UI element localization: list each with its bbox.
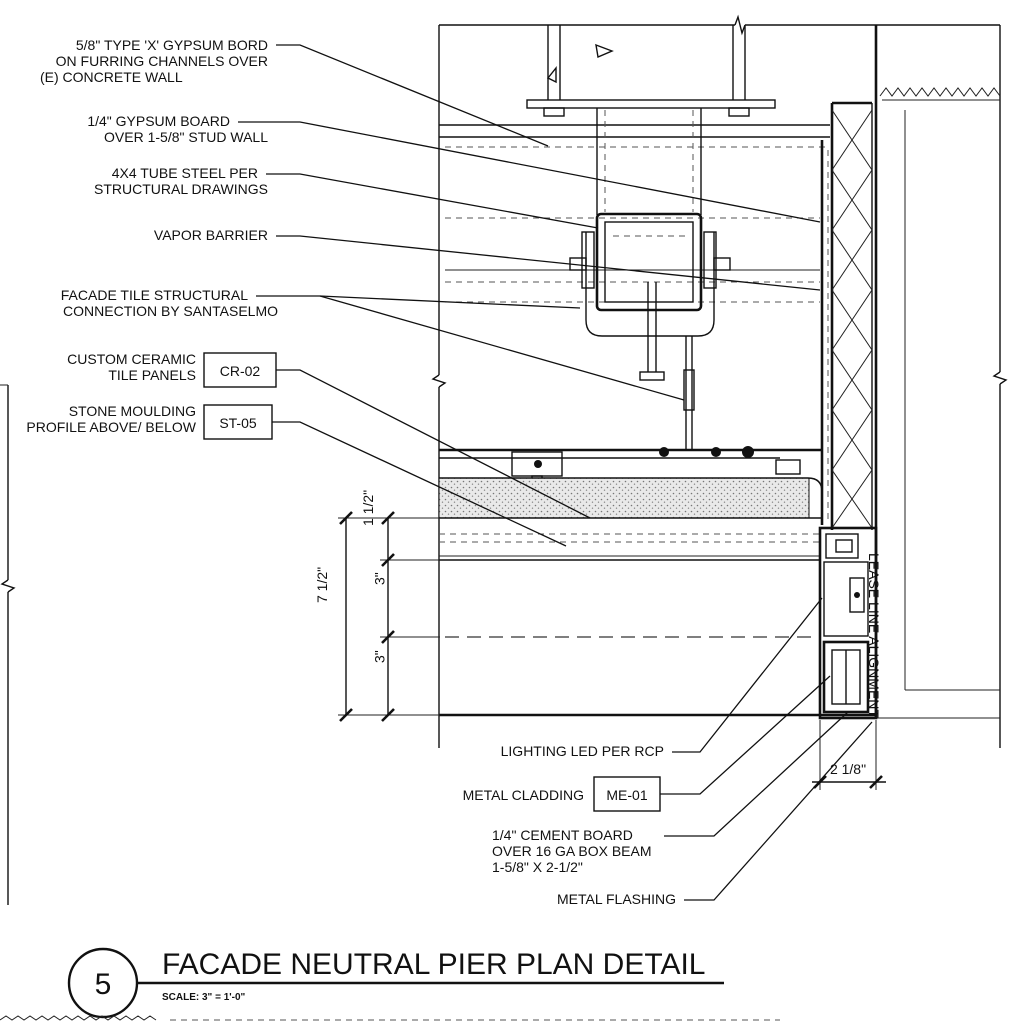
- bottom-callouts: LIGHTING LED PER RCP METAL CLADDING ME-0…: [463, 597, 873, 907]
- callout-ceramic-line2: TILE PANELS: [108, 367, 196, 383]
- ceramic-tag: CR-02: [220, 363, 261, 379]
- callout-vapor: VAPOR BARRIER: [154, 227, 268, 243]
- callout-flashing: METAL FLASHING: [557, 891, 676, 907]
- dim-2-1-8: 2 1/8": [830, 761, 866, 777]
- stone-tag: ST-05: [219, 415, 257, 431]
- callout-gypsum-x-line2: ON FURRING CHANNELS OVER: [56, 53, 268, 69]
- detail-scale: SCALE: 3" = 1'-0": [162, 992, 246, 1003]
- callout-tube-line1: 4X4 TUBE STEEL PER: [112, 165, 258, 181]
- callout-gypsum-x-line3: (E) CONCRETE WALL: [40, 69, 183, 85]
- dim-overall: 7 1/2": [314, 567, 330, 603]
- callout-stud-line2: OVER 1-5/8" STUD WALL: [104, 129, 268, 145]
- dimensions: 7 1/2" 1 1/2" 3" 3" 2 1/8" LEASE LINE AL…: [314, 490, 886, 790]
- callout-cement-line2: OVER 16 GA BOX BEAM: [492, 843, 652, 859]
- callout-stone-line2: PROFILE ABOVE/ BELOW: [26, 419, 196, 435]
- dim-3-lower: 3": [372, 650, 388, 663]
- callout-gypsum-x-line1: 5/8" TYPE 'X' GYPSUM BORD: [76, 37, 268, 53]
- title-block: 5 FACADE NEUTRAL PIER PLAN DETAIL SCALE:…: [0, 947, 780, 1021]
- callout-cement-line3: 1-5/8" X 2-1/2": [492, 859, 583, 875]
- cladding-tag: ME-01: [606, 787, 647, 803]
- plan-geometry: [0, 14, 1008, 905]
- callout-lighting: LIGHTING LED PER RCP: [501, 743, 664, 759]
- detail-number: 5: [95, 968, 112, 1001]
- left-callouts: 5/8" TYPE 'X' GYPSUM BORD ON FURRING CHA…: [26, 37, 821, 547]
- callout-facade-line1: FACADE TILE STRUCTURAL: [61, 287, 248, 303]
- callout-cement-line1: 1/4" CEMENT BOARD: [492, 827, 633, 843]
- callout-facade-line2: CONNECTION BY SANTASELMO: [63, 303, 278, 319]
- callout-cladding: METAL CLADDING: [463, 787, 584, 803]
- callout-stone-line1: STONE MOULDING: [69, 403, 196, 419]
- cladding-tag-box: [593, 776, 661, 812]
- dim-1-1-2: 1 1/2": [360, 490, 376, 526]
- callout-tube-line2: STRUCTURAL DRAWINGS: [94, 181, 268, 197]
- lease-line-label: LEASE LINE ALIGNMENT: [866, 553, 882, 718]
- detail-title: FACADE NEUTRAL PIER PLAN DETAIL: [162, 948, 705, 981]
- stone-tag-box: [203, 404, 273, 440]
- callout-stud-line1: 1/4" GYPSUM BOARD: [87, 113, 230, 129]
- dim-3-upper: 3": [372, 572, 388, 585]
- callout-ceramic-line1: CUSTOM CERAMIC: [67, 351, 196, 367]
